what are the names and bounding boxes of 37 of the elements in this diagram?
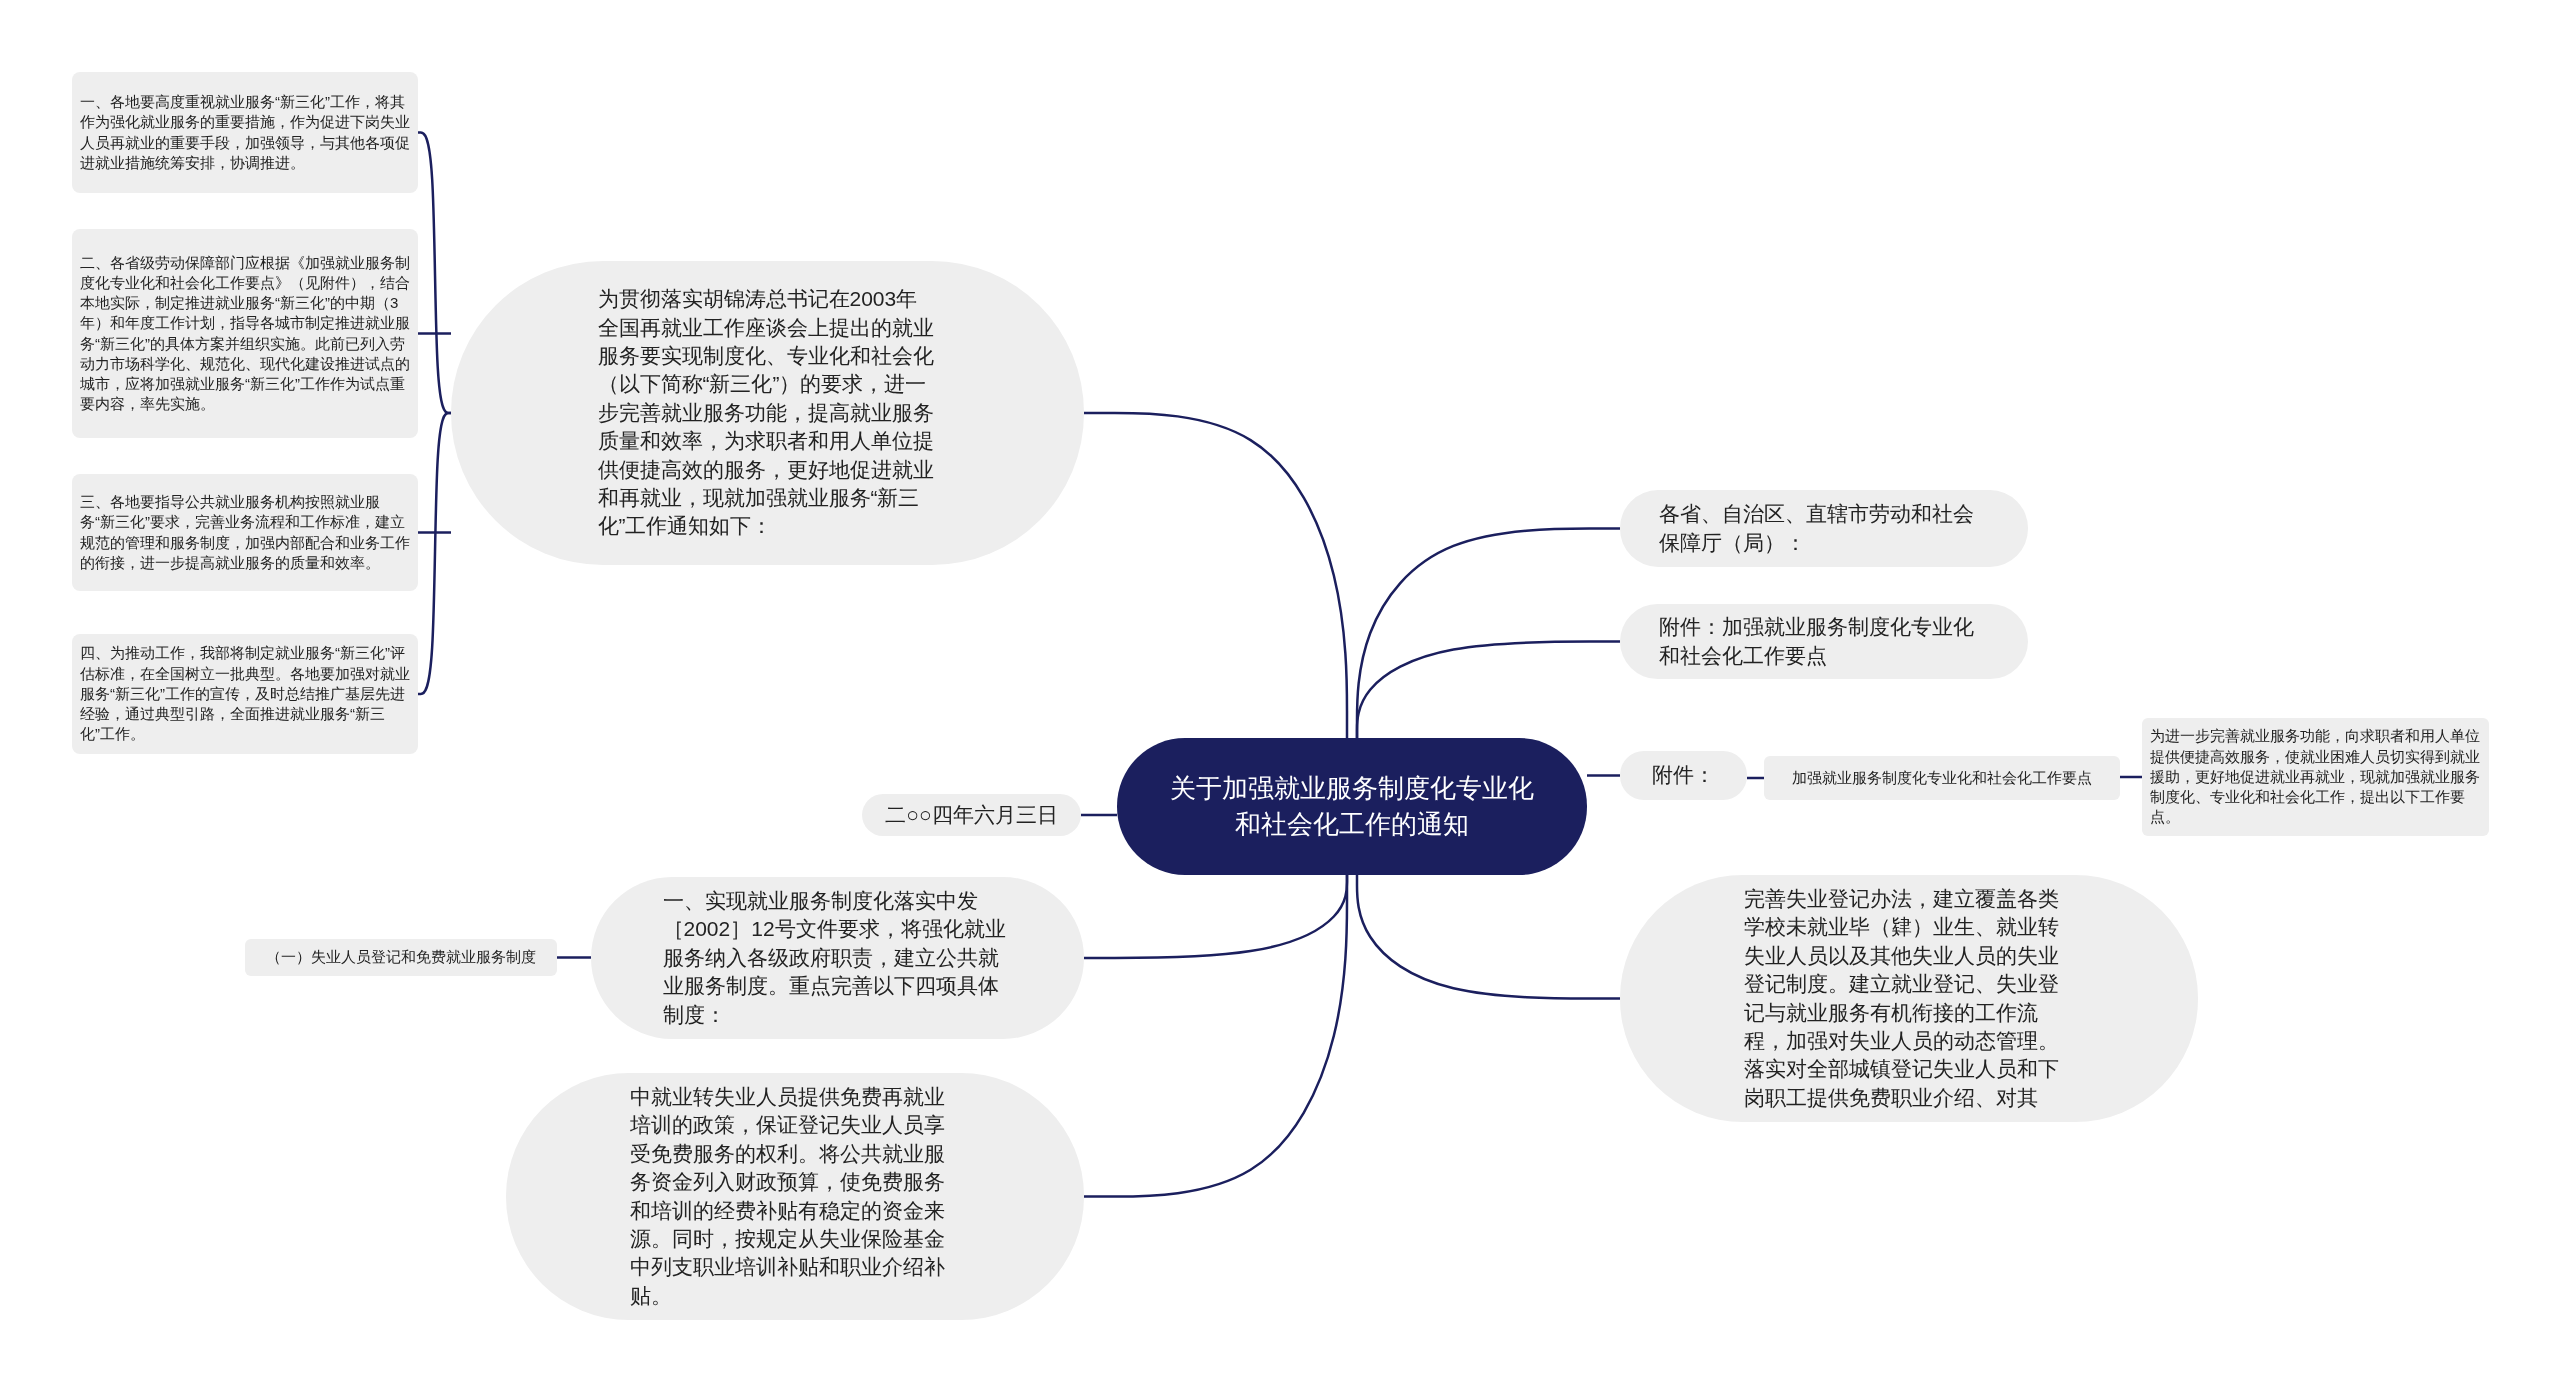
connector-line — [1355, 640, 1620, 738]
note-text: 为进一步完善就业服务功能，向求职者和用人单位提供便捷高效服务，使就业困难人员切实得到就业援助，更好地促进就业再就业，现就加强就业服务制度化、专业化和社会化工作，提出以下工作要点。 — [2150, 726, 2481, 828]
note-card — [72, 474, 418, 591]
topic-text: 完善失业登记办法，建立覆盖各类学校未就业毕（肄）业生、就业转失业人员以及其他失业人员的失业登记制度。建立就业登记、失业登记与就业服务有机衔接的工作流程，加强对失业人员的动态管理。落实对全部城镇登记失业人员和下岗职工提供免费职业介绍、对其 — [1744, 886, 2060, 1111]
note-card — [1764, 756, 2120, 800]
topic-bubble — [1620, 751, 1747, 800]
topic-text: 为贯彻落实胡锦涛总书记在2003年全国再就业工作座谈会上提出的就业服务要实现制度化、专业化和社会化（以下简称“新三化”）的要求，进一步完善就业服务功能，提高就业服务质量和效率，为求职者和用人单位提供便捷高效的服务，更好地促进就业和再就业，现就加强就业服务“新三化”工作通知如下： — [597, 286, 935, 540]
connector-line — [1587, 774, 1620, 777]
topic-text: 附件：加强就业服务制度化专业化和社会化工作要点 — [1659, 614, 1975, 669]
connector-line — [1081, 813, 1117, 817]
note-card — [72, 229, 418, 438]
topic-text: 一、实现就业服务制度化落实中发［2002］12号文件要求，将强化就业服务纳入各级政府职责，建立公共就业服务制度。重点完善以下四项具体制度： — [662, 888, 1007, 1028]
connector-line — [418, 131, 451, 415]
note-card — [2142, 718, 2489, 836]
connector-line — [418, 411, 451, 696]
connector-line — [1084, 411, 1349, 738]
note-text: 加强就业服务制度化专业化和社会化工作要点 — [1792, 767, 2092, 788]
topic-text: 各省、自治区、直辖市劳动和社会保障厅（局）： — [1659, 501, 1975, 556]
note-text: 一、各地要高度重视就业服务“新三化”工作，将其作为强化就业服务的重要措施，作为促进下岗失业人员再就业的重要手段，加强领导，与其他各项促进就业措施统筹安排，协调推进。 — [80, 92, 410, 173]
topic-text: 中就业转失业人员提供免费再就业培训的政策，保证登记失业人员享受免费服务的权利。将公共就业服务资金列入财政预算，使免费服务和培训的经费补贴有稳定的资金来源。同时，按规定从失业保险基金中列支职业培训补贴和职业介绍补贴。 — [630, 1084, 946, 1309]
note-text: 三、各地要指导公共就业服务机构按照就业服务“新三化”要求，完善业务流程和工作标准，建立规范的管理和服务制度，加强内部配合和业务工作的衔接，进一步提高就业服务的质量和效率。 — [80, 492, 410, 573]
topic-bubble — [862, 794, 1081, 836]
connector-line — [2120, 775, 2142, 779]
connector-line — [418, 531, 451, 534]
note-text: 四、为推动工作，我部将制定就业服务“新三化”评估标准，在全国树立一批典型。各地要加强对就业服务“新三化”工作的宣传，及时总结推广基层先进经验，通过典型引路，全面推进就业服务“新三化”工作。 — [80, 643, 410, 745]
note-text: （一）失业人员登记和免费就业服务制度 — [266, 947, 536, 968]
connector-line — [1084, 875, 1349, 1198]
connector-line — [1355, 875, 1620, 1000]
connector-line — [557, 956, 591, 959]
topic-text: 附件： — [1652, 762, 1715, 789]
note-card — [72, 72, 418, 193]
topic-text: 二○○四年六月三日 — [885, 801, 1058, 828]
note-text: 二、各省级劳动保障部门应根据《加强就业服务制度化专业化和社会化工作要点》（见附件），结合本地实际，制定推进就业服务“新三化”的中期（3年）和年度工作计划，指导各城市制定推进就业服务“新三化”的具体方案并组织实施。此前已列入劳动力市场科学化、规范化、现代化建设推进试点的城市，应将加强就业服务“新三化”工作作为试点重要内容，率先实施。 — [80, 252, 410, 415]
topic-title: 关于加强就业服务制度化专业化和社会化工作的通知 — [1169, 772, 1535, 841]
connector-line — [418, 332, 451, 335]
note-card — [72, 634, 418, 754]
note-card — [245, 939, 557, 976]
